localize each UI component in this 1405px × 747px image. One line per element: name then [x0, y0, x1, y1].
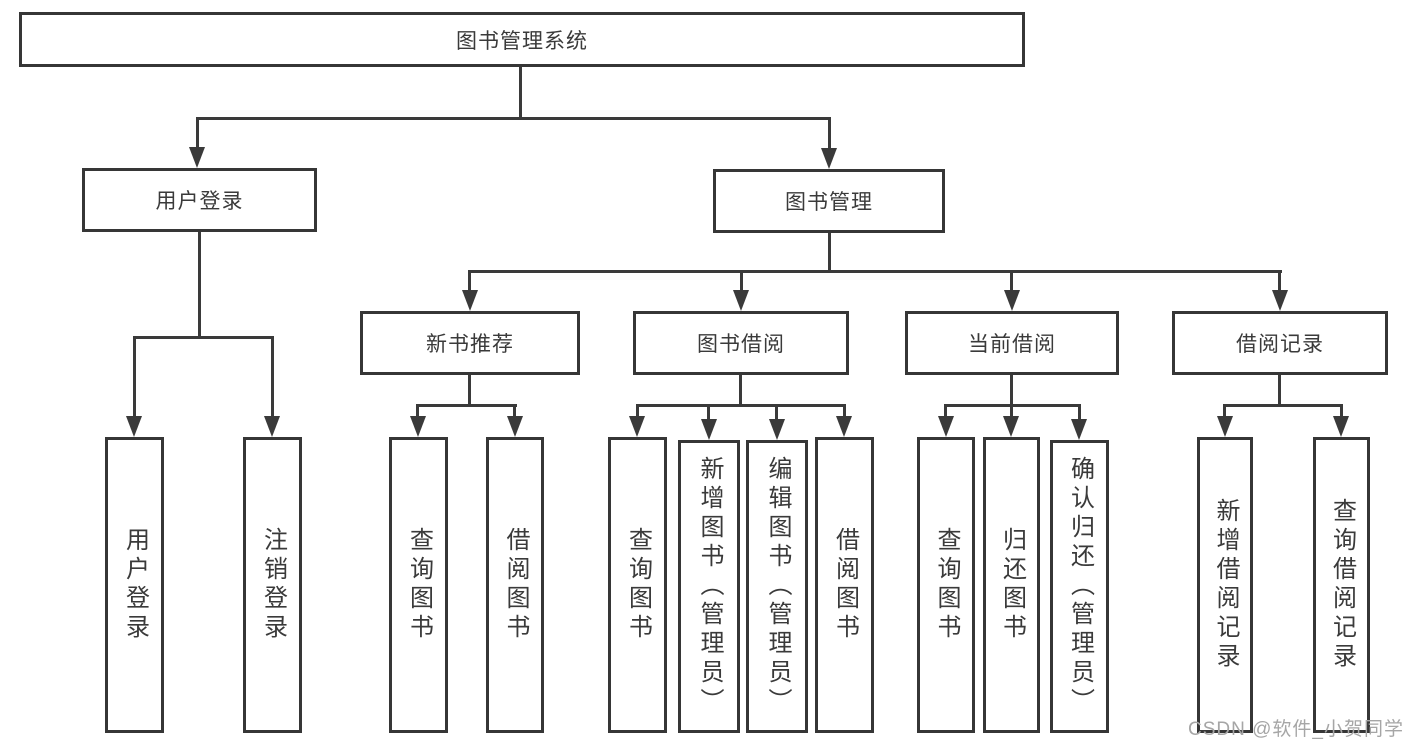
leaf-current-query-books-label: 查询图书: [933, 527, 960, 643]
arrow-down-icon: [126, 416, 142, 437]
connector-cb-return-drop: [1010, 404, 1013, 420]
connector-cb-stem: [1010, 375, 1013, 407]
leaf-current-return-books: 归还图书: [983, 437, 1040, 733]
connector-bb-borrow-drop: [843, 404, 846, 420]
connector-user-login-rail: [133, 336, 274, 339]
node-user-login-label: 用户登录: [155, 190, 244, 213]
arrow-down-icon: [821, 148, 837, 169]
leaf-user-login-label: 用户登录: [121, 527, 149, 643]
connector-leaf-logout-drop: [271, 336, 274, 420]
arrow-down-icon: [1272, 290, 1288, 311]
arrow-down-icon: [1217, 416, 1233, 437]
node-new-book-recommend-label: 新书推荐: [426, 333, 514, 356]
node-current-borrow-label: 当前借阅: [968, 333, 1056, 356]
node-book-management-label: 图书管理: [785, 191, 873, 214]
node-borrow-record: 借阅记录: [1172, 311, 1388, 375]
node-user-login: 用户登录: [82, 168, 317, 232]
connector-borrow-record-drop: [1278, 270, 1281, 295]
leaf-record-query-record-label: 查询借阅记录: [1328, 498, 1356, 672]
leaf-borrow-edit-books-label: 编辑图书（管理员）: [764, 456, 791, 717]
leaf-recommend-borrow-books: 借阅图书: [486, 437, 544, 733]
connector-rec-rail: [417, 404, 517, 407]
leaf-borrow-query-books: 查询图书: [608, 437, 667, 733]
connector-br-stem: [1278, 375, 1281, 407]
arrow-down-icon: [733, 290, 749, 311]
leaf-current-return-books-label: 归还图书: [998, 527, 1026, 643]
connector-bb-add-drop: [707, 404, 710, 420]
leaf-current-confirm-return-label: 确认归还（管理员）: [1066, 456, 1094, 717]
node-book-management: 图书管理: [713, 169, 945, 233]
arrow-down-icon: [1004, 290, 1020, 311]
arrow-down-icon: [189, 147, 205, 168]
leaf-borrow-query-books-label: 查询图书: [624, 527, 652, 643]
arrow-down-icon: [264, 416, 280, 437]
node-root-label: 图书管理系统: [456, 29, 588, 53]
connector-book-mgmt-stem: [828, 233, 831, 273]
connector-br-query-drop: [1340, 404, 1343, 420]
connector-current-borrow-drop: [1010, 270, 1013, 295]
arrow-down-icon: [836, 416, 852, 437]
connector-cb-confirm-drop: [1078, 404, 1081, 420]
connector-br-add-drop: [1223, 404, 1226, 420]
leaf-recommend-borrow-books-label: 借阅图书: [502, 527, 529, 643]
arrow-down-icon: [1003, 416, 1019, 437]
connector-cb-query-drop: [944, 404, 947, 420]
arrow-down-icon: [462, 290, 478, 311]
watermark: CSDN @软件_小贺同学: [1188, 719, 1404, 740]
arrow-down-icon: [769, 419, 785, 440]
leaf-borrow-add-books-label: 新增图书（管理员）: [696, 456, 723, 717]
connector-rec-query-drop: [416, 404, 419, 420]
node-borrow-record-label: 借阅记录: [1236, 333, 1324, 356]
connector-user-login-drop: [196, 117, 199, 150]
connector-bb-rail: [636, 404, 846, 407]
connector-level1-rail: [196, 117, 831, 120]
arrow-down-icon: [938, 416, 954, 437]
connector-book-mgmt-drop: [828, 117, 831, 150]
connector-leaf-user-login-drop: [133, 336, 136, 420]
connector-br-rail: [1224, 404, 1343, 407]
leaf-user-login: 用户登录: [105, 437, 164, 733]
leaf-borrow-borrow-books: 借阅图书: [815, 437, 874, 733]
leaf-borrow-edit-books: 编辑图书（管理员）: [746, 440, 808, 733]
connector-new-book-rec-drop: [468, 270, 471, 295]
connector-book-borrow-drop: [740, 270, 743, 295]
connector-level2-rail: [469, 270, 1282, 273]
node-current-borrow: 当前借阅: [905, 311, 1119, 375]
leaf-current-confirm-return: 确认归还（管理员）: [1050, 440, 1109, 733]
node-book-borrow-label: 图书借阅: [697, 333, 785, 356]
arrow-down-icon: [629, 416, 645, 437]
leaf-logout-login: 注销登录: [243, 437, 302, 733]
connector-bb-stem: [739, 375, 742, 407]
connector-cb-rail: [945, 404, 1081, 407]
leaf-current-query-books: 查询图书: [917, 437, 975, 733]
connector-user-login-stem: [198, 232, 201, 339]
connector-rec-borrow-drop: [513, 404, 516, 420]
leaf-record-add-record: 新增借阅记录: [1197, 437, 1253, 733]
leaf-recommend-query-books: 查询图书: [389, 437, 448, 733]
arrow-down-icon: [1333, 416, 1349, 437]
arrow-down-icon: [410, 416, 426, 437]
leaf-borrow-add-books: 新增图书（管理员）: [678, 440, 740, 733]
connector-bb-query-drop: [636, 404, 639, 420]
connector-rec-stem: [468, 375, 471, 407]
node-new-book-recommend: 新书推荐: [360, 311, 580, 375]
arrow-down-icon: [1071, 419, 1087, 440]
leaf-record-add-record-label: 新增借阅记录: [1212, 498, 1239, 672]
arrow-down-icon: [701, 419, 717, 440]
leaf-record-query-record: 查询借阅记录: [1313, 437, 1370, 733]
arrow-down-icon: [507, 416, 523, 437]
node-book-borrow: 图书借阅: [633, 311, 849, 375]
leaf-logout-login-label: 注销登录: [259, 527, 287, 643]
connector-bb-edit-drop: [775, 404, 778, 420]
leaf-recommend-query-books-label: 查询图书: [405, 527, 433, 643]
connector-root-stem: [519, 67, 522, 120]
node-root: 图书管理系统: [19, 12, 1025, 67]
leaf-borrow-borrow-books-label: 借阅图书: [831, 527, 859, 643]
